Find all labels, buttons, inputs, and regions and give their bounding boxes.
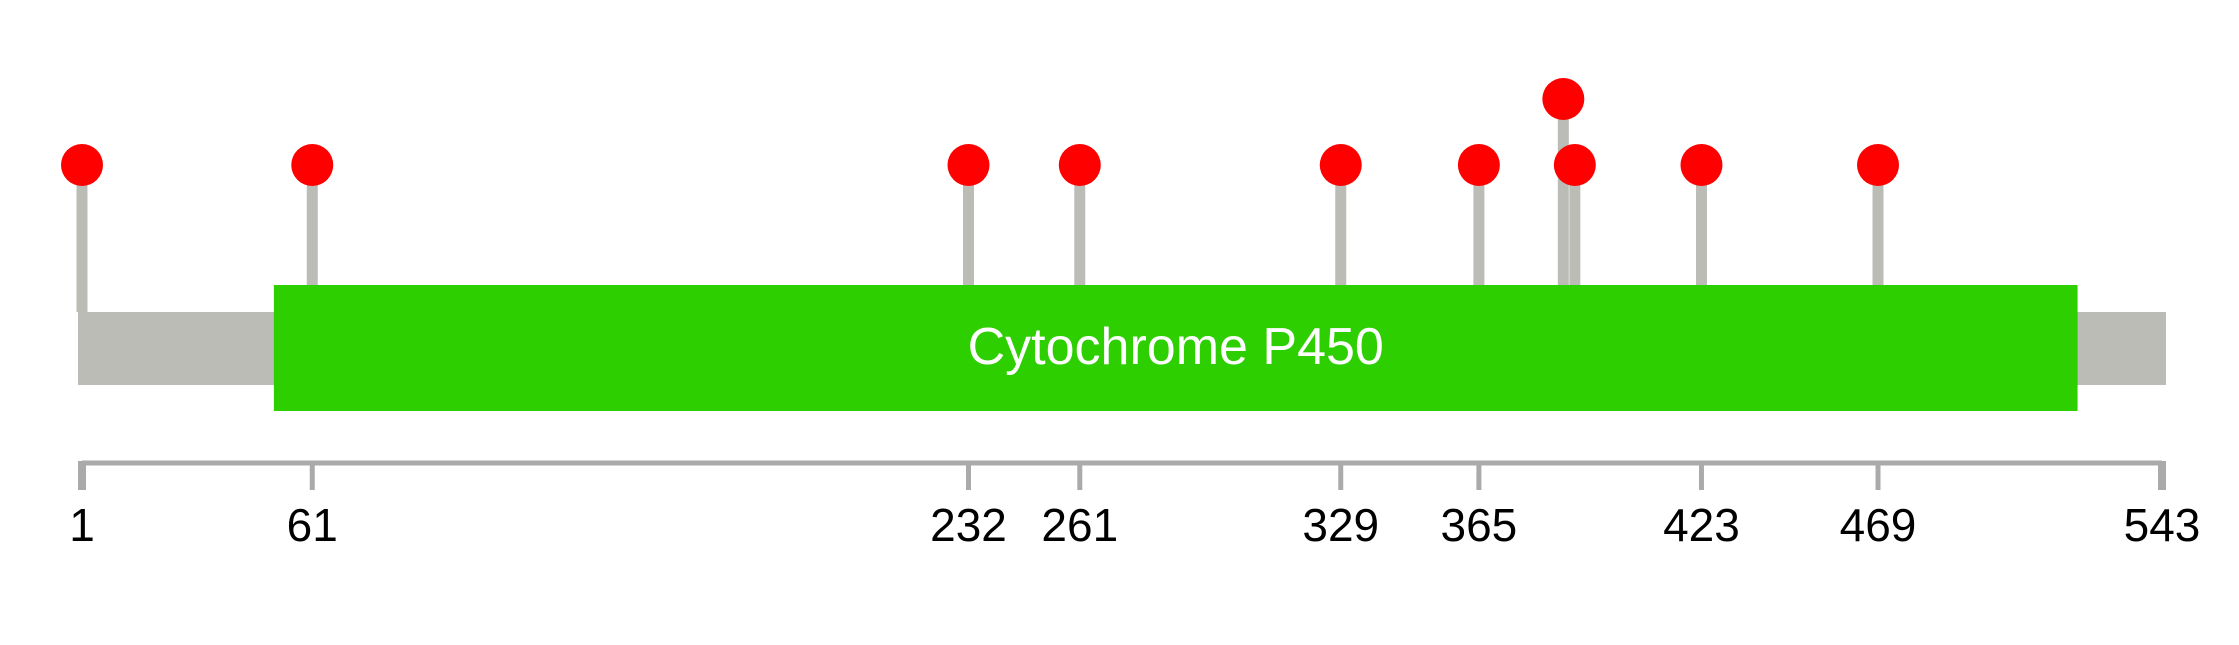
mutation-point-423[interactable] xyxy=(1680,144,1723,186)
stems xyxy=(76,99,1884,312)
mutation-point-329[interactable] xyxy=(1319,144,1362,186)
tick-label: 61 xyxy=(287,499,338,551)
tick-label: 543 xyxy=(2124,499,2201,551)
tick-label: 232 xyxy=(930,499,1007,551)
domains: Cytochrome P450 xyxy=(273,285,2078,411)
tick-label: 1 xyxy=(69,499,95,551)
tick-label: 329 xyxy=(1302,499,1379,551)
x-axis: 1 61 232 261 329 365 423 469 543 xyxy=(69,460,2201,551)
tick-label: 365 xyxy=(1441,499,1518,551)
mutation-point-469[interactable] xyxy=(1857,144,1900,186)
domain-label: Cytochrome P450 xyxy=(968,318,1384,376)
domain-bar[interactable] xyxy=(273,285,2078,411)
mutation-point-1[interactable] xyxy=(61,144,103,186)
mutation-point-61[interactable] xyxy=(291,144,334,186)
mutation-point-232[interactable] xyxy=(947,144,990,186)
mutation-point-390[interactable] xyxy=(1553,144,1596,186)
tick-label: 469 xyxy=(1840,499,1917,551)
mutation-point-261[interactable] xyxy=(1058,144,1101,186)
tick-label: 423 xyxy=(1663,499,1740,551)
mutation-point-387[interactable] xyxy=(1542,78,1585,120)
tick-label: 261 xyxy=(1041,499,1118,551)
mutation-point-365[interactable] xyxy=(1457,144,1500,186)
mutation-heads xyxy=(61,78,1900,186)
